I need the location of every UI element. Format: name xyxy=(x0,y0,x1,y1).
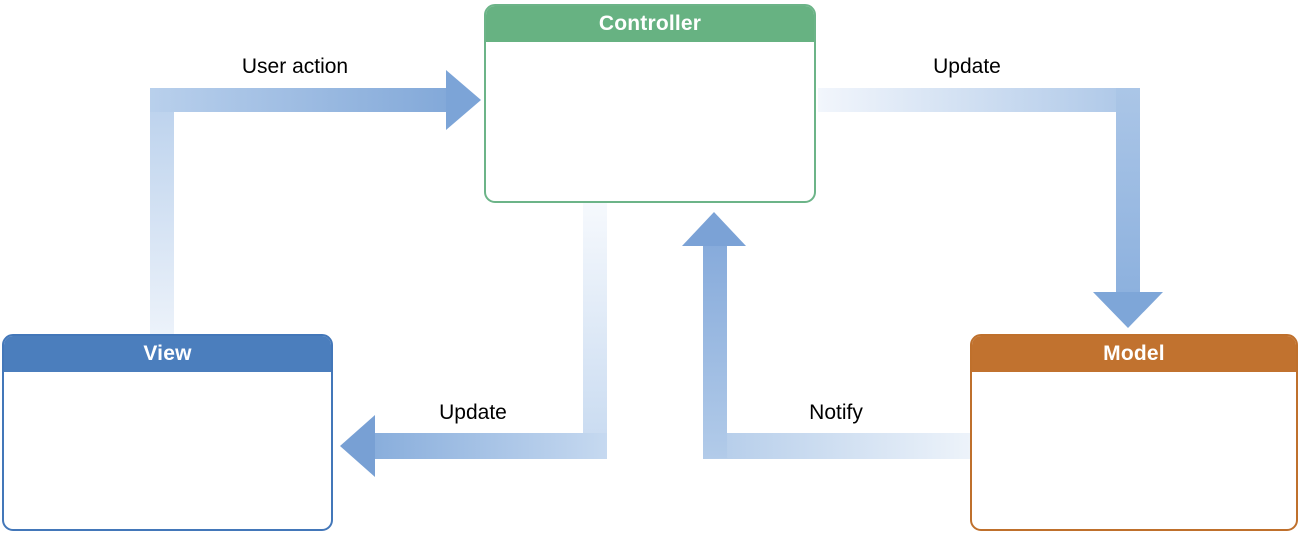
arrowhead-left-icon xyxy=(340,415,375,477)
edge-update-model-vertical-segment xyxy=(1116,88,1140,292)
edge-user-action-vertical-segment xyxy=(150,88,174,334)
model-node: Model xyxy=(970,334,1298,531)
edge-label-user-action: User action xyxy=(241,55,349,78)
controller-node-header: Controller xyxy=(486,6,814,42)
edge-notify-horizontal-segment xyxy=(703,433,970,459)
arrowhead-right-icon xyxy=(446,70,481,130)
arrowhead-down-icon xyxy=(1093,292,1163,328)
edge-label-update-view: Update xyxy=(439,401,507,424)
edge-user-action-horizontal-segment xyxy=(150,88,446,112)
edge-update-model-horizontal-segment xyxy=(818,88,1140,112)
edge-label-update-model: Update xyxy=(933,55,1001,78)
controller-node-title: Controller xyxy=(598,12,702,35)
model-node-header: Model xyxy=(972,336,1296,372)
view-node: View xyxy=(2,334,333,531)
edge-notify-vertical-segment xyxy=(703,246,727,458)
model-node-title: Model xyxy=(1103,342,1165,365)
edge-update-view-vertical-segment xyxy=(583,203,607,458)
edge-update-view-horizontal-segment xyxy=(375,433,607,459)
view-node-title: View xyxy=(143,342,192,365)
edge-label-notify: Notify xyxy=(809,401,863,424)
controller-node: Controller xyxy=(484,4,816,203)
arrowhead-up-icon xyxy=(682,212,746,246)
view-node-header: View xyxy=(4,336,331,372)
